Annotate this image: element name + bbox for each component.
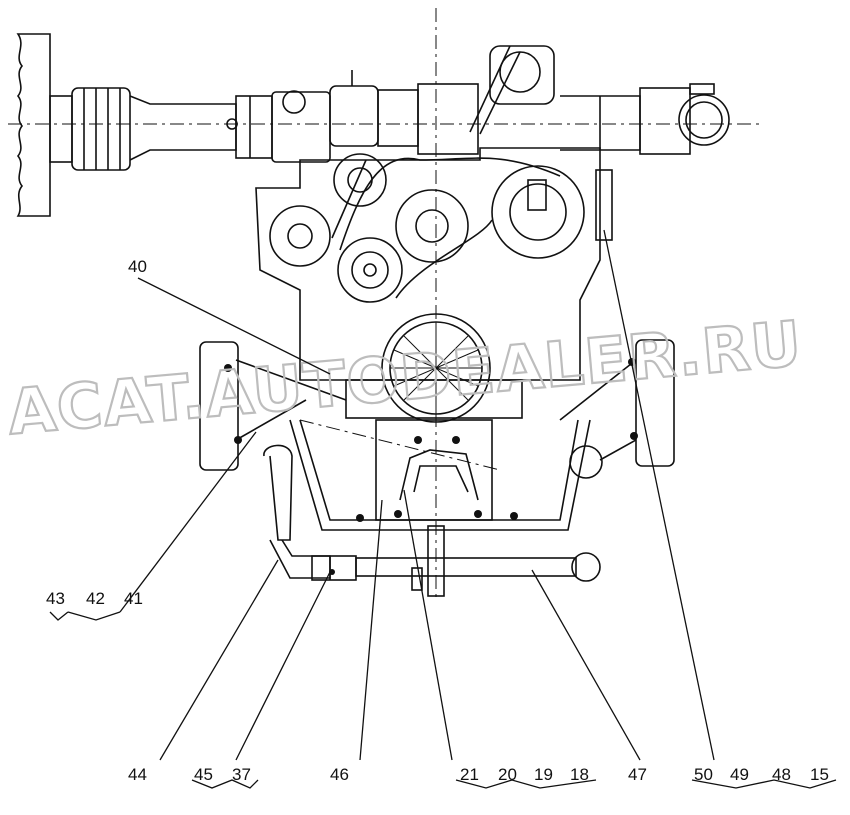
callout-42: 42 [86,589,105,608]
callout-20: 20 [498,765,517,784]
callout-48: 48 [772,765,791,784]
engine-block [255,8,613,600]
turbocharger [271,45,555,163]
callout-41: 41 [124,589,143,608]
callout-labels: 40 43 42 41 44 45 37 46 21 20 19 18 47 5… [46,257,829,784]
exhaust-pipe [8,83,760,159]
callout-50: 50 [694,765,713,784]
callout-47: 47 [628,765,647,784]
callout-19: 19 [534,765,553,784]
watermark-text: ACAT.AUTODEALER.RU [5,307,805,449]
callout-45: 45 [194,765,213,784]
callout-46: 46 [330,765,349,784]
callout-37: 37 [232,765,251,784]
callout-15: 15 [810,765,829,784]
flywheel-coupling [16,33,237,217]
callout-49: 49 [730,765,749,784]
lower-pipe [263,444,601,597]
label-braces [49,611,837,789]
callout-40: 40 [128,257,147,276]
fan-damper [345,313,523,423]
leader-lines [119,229,715,761]
subframe [289,419,591,531]
callout-18: 18 [570,765,589,784]
callout-21: 21 [460,765,479,784]
callout-43: 43 [46,589,65,608]
callout-44: 44 [128,765,147,784]
